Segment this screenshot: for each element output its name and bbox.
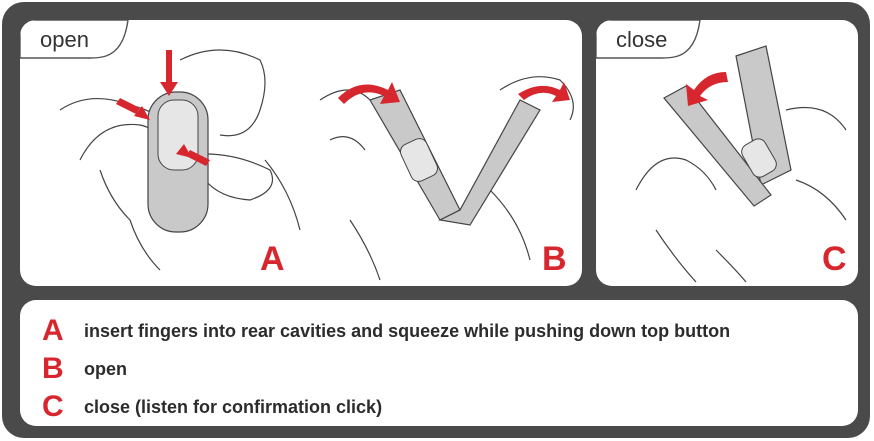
step-letter-c: C <box>42 392 78 422</box>
open-panel: open A B <box>20 20 582 286</box>
panel-letter-c: C <box>822 242 847 276</box>
step-text-c: close (listen for confirmation click) <box>84 397 382 418</box>
step-letter-a: A <box>42 316 78 346</box>
arrow-c <box>686 72 728 106</box>
device-b <box>370 90 540 225</box>
close-panel: close C <box>596 20 858 286</box>
steps-legend: A insert fingers into rear cavities and … <box>20 300 858 426</box>
panel-letter-b: B <box>542 242 567 276</box>
device-c <box>664 46 791 206</box>
step-text-b: open <box>84 359 127 380</box>
step-letter-b: B <box>42 354 78 384</box>
step-row-b: B open <box>42 352 127 386</box>
step-row-a: A insert fingers into rear cavities and … <box>42 314 730 348</box>
step-text-a: insert fingers into rear cavities and sq… <box>84 321 730 342</box>
illustration-c <box>636 108 846 283</box>
panel-letter-a: A <box>260 242 285 276</box>
tab-open: open <box>20 20 111 60</box>
step-row-c: C close (listen for confirmation click) <box>42 390 382 424</box>
tab-close: close <box>596 20 689 60</box>
